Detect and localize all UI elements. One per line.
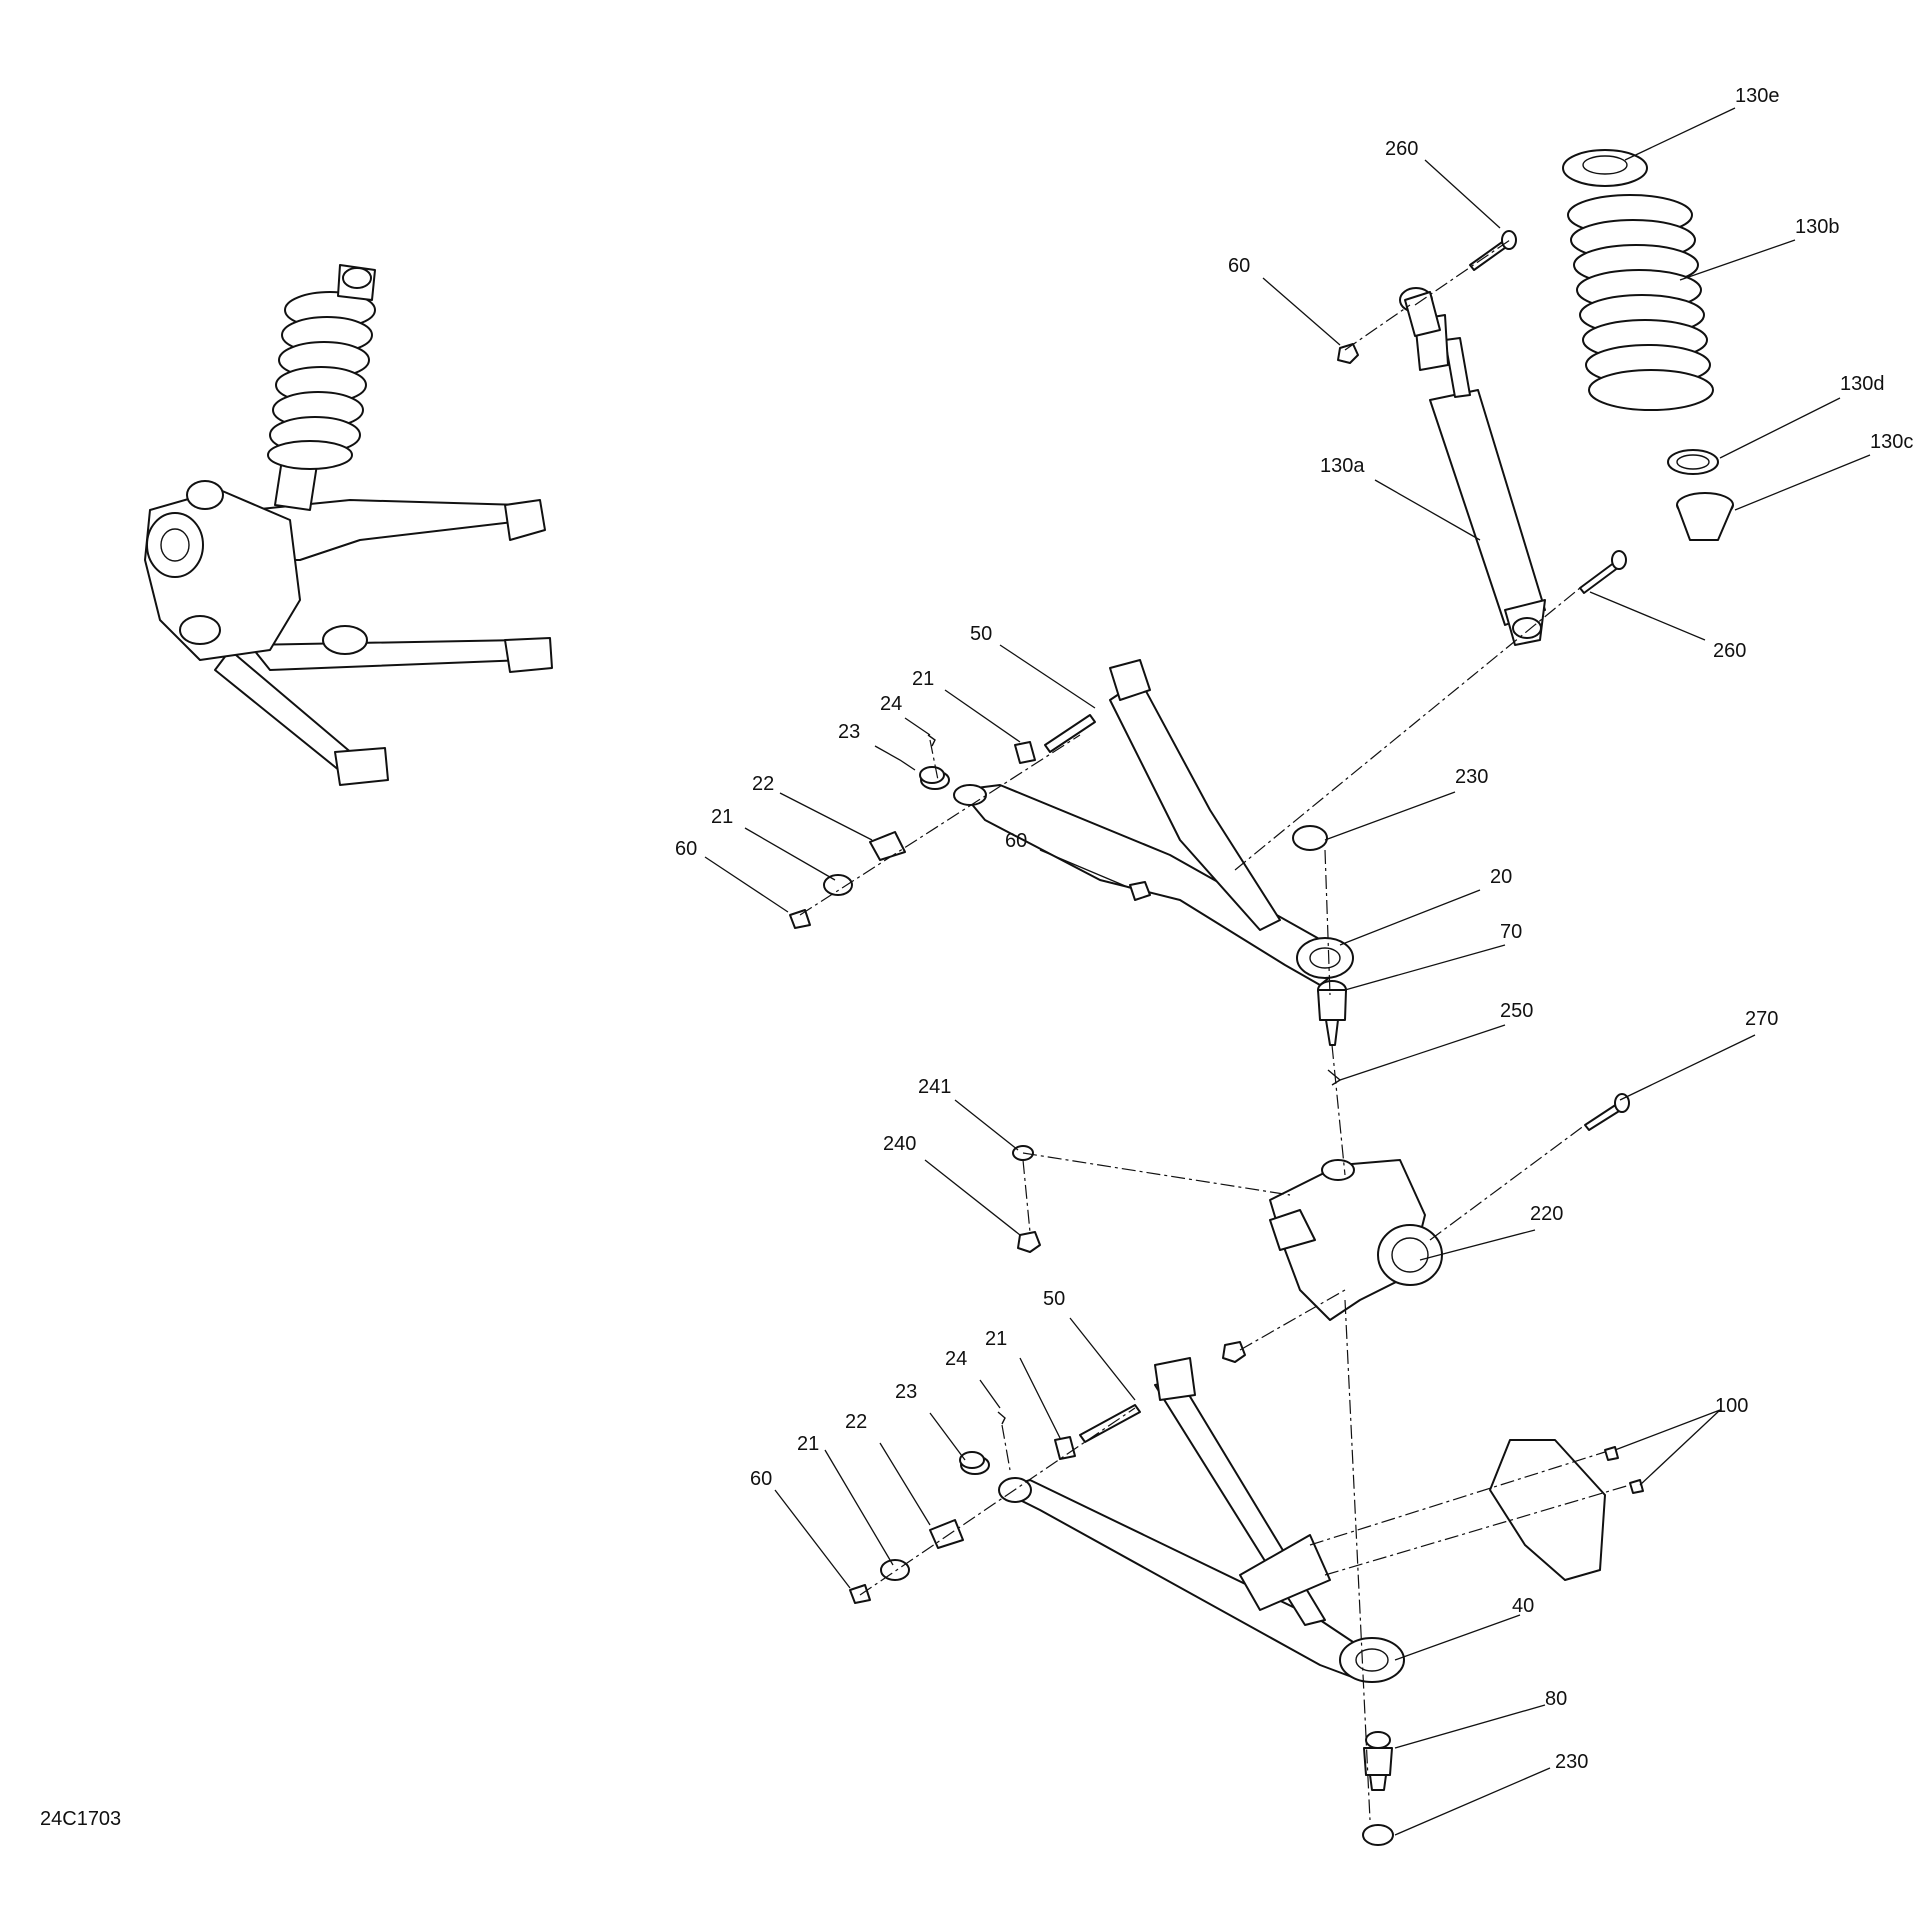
callout-21-upper-b: 21	[711, 806, 733, 828]
nut-240	[1017, 1231, 1041, 1253]
ball-joint-70	[1317, 980, 1347, 1046]
callout-100: 100	[1715, 1395, 1748, 1417]
bolt-260-top	[1469, 230, 1517, 271]
figure-id: 24C1703	[40, 1808, 121, 1830]
callout-260-top: 260	[1385, 138, 1418, 160]
callout-60-upper-a: 60	[675, 838, 697, 860]
steering-knuckle-220	[1269, 1159, 1443, 1321]
callout-labels: 130e 260 130b 60 130d 130c 130a 260 50 2…	[40, 85, 1913, 1830]
callout-21-lower-b: 21	[797, 1433, 819, 1455]
callout-23-upper: 23	[838, 721, 860, 743]
callout-230-upper: 230	[1455, 766, 1488, 788]
callout-24-lower: 24	[945, 1348, 967, 1370]
callout-leaders	[704, 107, 1871, 1836]
bolt-260-mid	[1579, 550, 1627, 594]
callout-240: 240	[883, 1133, 916, 1155]
cotter-pin-250	[1327, 1069, 1342, 1086]
circlip-230-upper	[1292, 825, 1328, 851]
callout-130c: 130c	[1870, 431, 1913, 453]
skid-plate-100	[1489, 1439, 1606, 1581]
callout-21-upper-a: 21	[912, 668, 934, 690]
callout-80: 80	[1545, 1688, 1567, 1710]
bolt-270	[1584, 1093, 1630, 1131]
callout-40: 40	[1512, 1595, 1534, 1617]
callout-250: 250	[1500, 1000, 1533, 1022]
callout-22-lower: 22	[845, 1411, 867, 1433]
lower-a-arm-40	[998, 1357, 1405, 1683]
nut-60-knuckle	[1222, 1341, 1246, 1363]
callout-23-lower: 23	[895, 1381, 917, 1403]
upper-arm-hardware	[789, 714, 1151, 929]
callout-20: 20	[1490, 866, 1512, 888]
callout-130d: 130d	[1840, 373, 1885, 395]
callout-60-top: 60	[1228, 255, 1250, 277]
callout-130b: 130b	[1795, 216, 1840, 238]
assembled-suspension-view	[144, 264, 553, 786]
callout-241: 241	[918, 1076, 951, 1098]
assembly-centerlines	[799, 239, 1631, 1821]
callout-24-upper: 24	[880, 693, 902, 715]
callout-260-mid: 260	[1713, 640, 1746, 662]
callout-70: 70	[1500, 921, 1522, 943]
callout-230-lower: 230	[1555, 1751, 1588, 1773]
callout-220: 220	[1530, 1203, 1563, 1225]
shock-absorber-130a	[1399, 287, 1546, 646]
nut-60-top	[1337, 343, 1359, 364]
callout-60-lower: 60	[750, 1468, 772, 1490]
assembled-spring	[267, 291, 376, 470]
ball-joint-80	[1363, 1731, 1393, 1791]
callout-270: 270	[1745, 1008, 1778, 1030]
callout-22-upper: 22	[752, 773, 774, 795]
callout-130a: 130a	[1320, 455, 1365, 477]
circlip-230-lower	[1362, 1824, 1394, 1846]
callout-50-lower: 50	[1043, 1288, 1065, 1310]
spring-seat-130c	[1676, 492, 1734, 541]
callout-50-upper: 50	[970, 623, 992, 645]
coil-spring-130b	[1567, 194, 1714, 411]
callout-21-lower-a: 21	[985, 1328, 1007, 1350]
callout-60-upper-b: 60	[1005, 830, 1027, 852]
callout-130e: 130e	[1735, 85, 1780, 107]
ring-130d	[1667, 449, 1719, 475]
